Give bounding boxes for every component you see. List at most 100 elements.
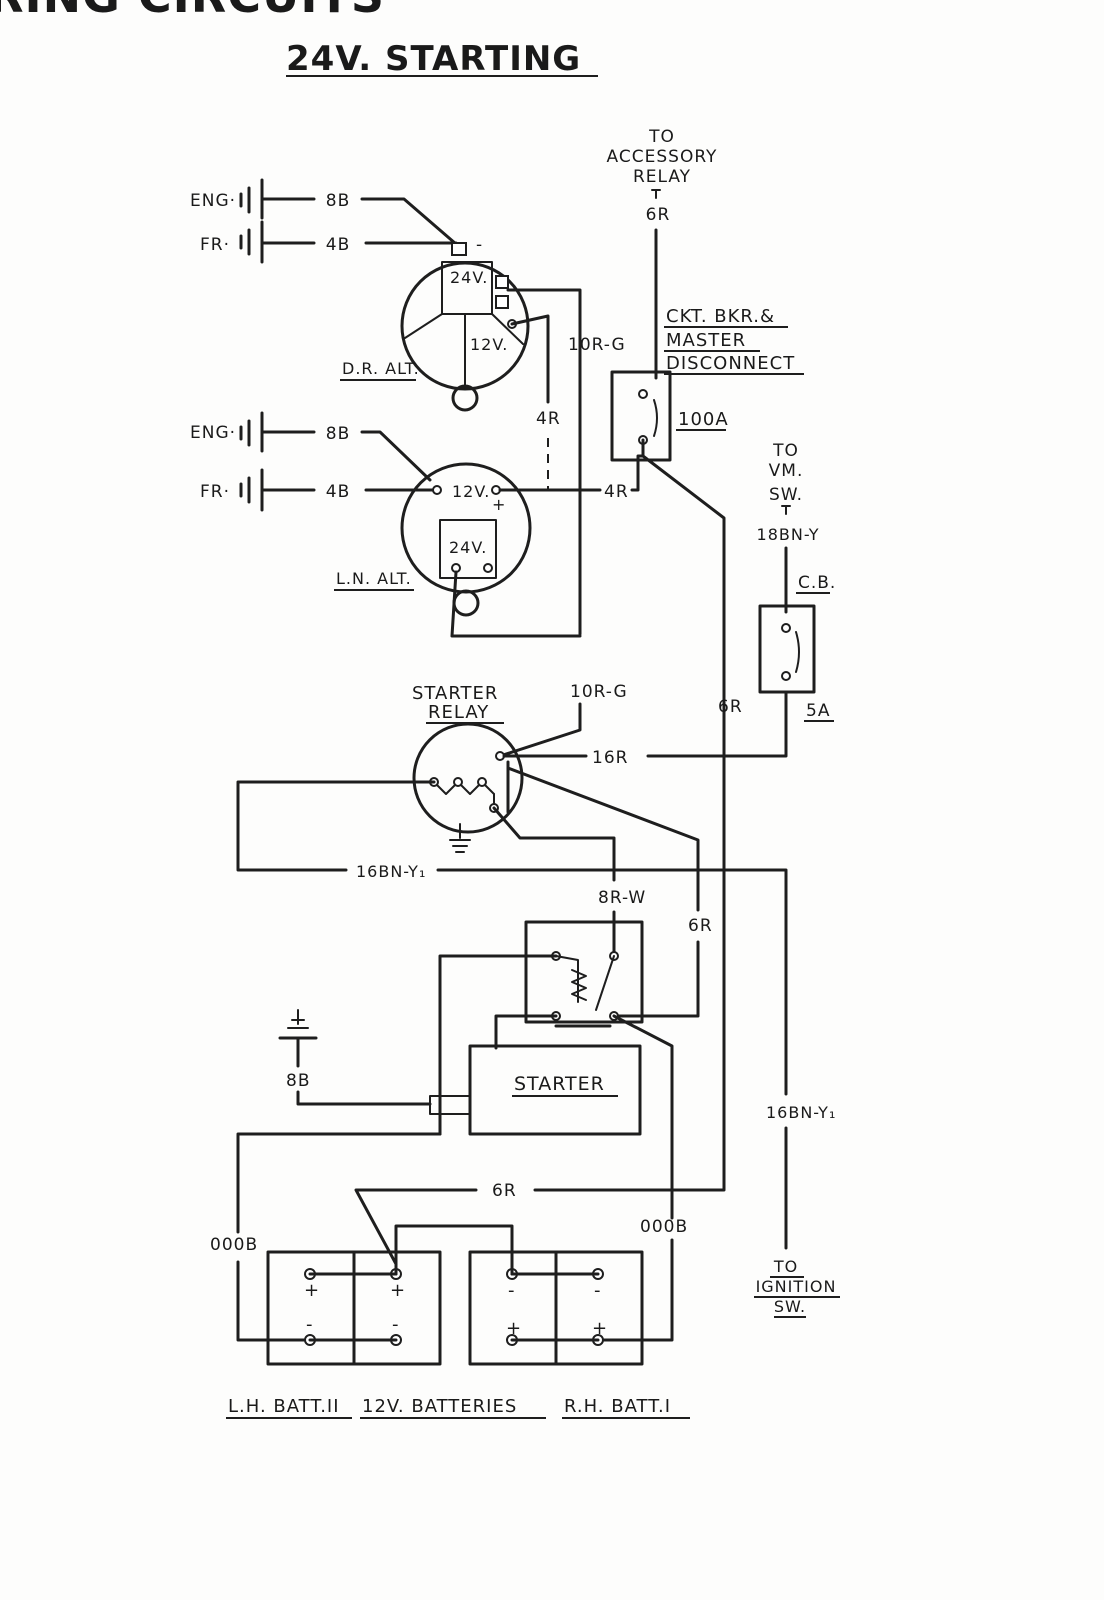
wire-label-8b-ground: 8B [286, 1071, 310, 1091]
lh-batt-minus-right: - [392, 1314, 400, 1335]
ckt-bkr-label-line1: CKT. BKR.& [666, 306, 775, 327]
ground-plate-fr-mid [239, 468, 264, 512]
wire-ln-alt-to-10rg [450, 570, 582, 638]
ignition-sw-label-line2: IGNITION [756, 1277, 837, 1296]
ignition-sw-label-line1: TO [773, 1257, 798, 1276]
dr-alt-24v-label: 24V. [450, 268, 488, 287]
wire-label-6r-top: 6R [646, 205, 671, 225]
rh-batt-plus-right: + [592, 1318, 608, 1339]
starter-relay-label-line1: STARTER [412, 683, 498, 704]
eng-ground-label-mid: ENG· [190, 423, 236, 443]
ln-alt-24v-label: 24V. [449, 538, 487, 557]
wire-label-8b-mid: 8B [326, 424, 350, 444]
rh-batt-label: R.H. BATT.I [564, 1396, 671, 1417]
wire-16bny-loop [236, 780, 436, 872]
ln-alt-plus-mark: + [492, 495, 506, 514]
wire-4r-from-dr-alt [510, 314, 550, 404]
ground-plate-fr-top [239, 220, 264, 264]
wire-8rw-from-relay [492, 806, 616, 882]
wire-000b-right-upper [612, 1014, 674, 1220]
starter-relay [412, 722, 524, 853]
wire-label-10rg-top: 10R-G [568, 335, 626, 355]
wire-label-8b-top: 8B [326, 191, 350, 211]
ground-plate-eng-top [239, 178, 264, 220]
lh-batt-plus-left: + [304, 1280, 320, 1301]
wire-6r-relay-to-starter [506, 766, 700, 912]
battery-rh-batt-i [468, 1250, 644, 1366]
wire-16bny-right [436, 868, 788, 1096]
wire-6r-lower-to-solenoid [612, 940, 700, 1018]
accessory-relay-label-line1: TO [648, 127, 675, 147]
wire-16r-right [646, 690, 788, 758]
wire-000b-left-lower [236, 1260, 312, 1342]
wire-label-8rw: 8R-W [598, 888, 646, 908]
wire-label-6r-bottom: 6R [492, 1181, 517, 1201]
wire-label-4r-horizontal: 4R [604, 482, 629, 502]
vm-sw-label-line1: TO [772, 441, 799, 461]
wire-10rg-to-relay [498, 702, 582, 758]
starter-solenoid [524, 920, 644, 1028]
negative-mark-top: - [476, 235, 483, 255]
page-title-fragment: IRING CIRCUITS [0, 0, 385, 23]
wire-000b-right-lower [596, 1238, 674, 1342]
wire-label-6r-lower: 6R [688, 916, 713, 936]
wire-battery-series-link [394, 1224, 514, 1276]
starter-label: STARTER [514, 1073, 605, 1095]
wire-label-16r: 16R [592, 748, 628, 768]
master-disconnect-breaker [610, 370, 672, 462]
connector-tick [651, 189, 661, 199]
fr-ground-label-mid: FR· [200, 482, 230, 502]
ln-alt-label: L.N. ALT. [336, 569, 412, 588]
cb-label: C.B. [798, 573, 836, 593]
wire-label-18bny: 18BN-Y [757, 525, 820, 544]
circuit-breaker-5a [758, 604, 816, 694]
wire-solenoid-to-motor [494, 1014, 558, 1050]
dr-alt-12v-label: 12V. [470, 335, 508, 354]
breaker-100a-label: 100A [678, 409, 729, 430]
lh-batt-label: L.H. BATT.II [228, 1396, 340, 1417]
ckt-bkr-label-line3: DISCONNECT [666, 353, 795, 374]
wire-8b-mid-right [360, 430, 432, 482]
wire-label-4b-mid: 4B [326, 482, 350, 502]
wire-label-000b-right: 000B [640, 1217, 688, 1237]
battery-lh-batt-ii [266, 1250, 442, 1366]
wire-label-4b-top: 4B [326, 235, 350, 255]
ckt-bkr-label-line2: MASTER [666, 330, 746, 351]
dr-alt-label: D.R. ALT. [342, 359, 420, 378]
vm-sw-label-line2: VM. [769, 461, 804, 481]
wire-label-000b-left: 000B [210, 1235, 258, 1255]
ln-alt-12v-label: 12V. [452, 482, 490, 501]
lh-batt-plus-right: + [390, 1280, 406, 1301]
connector-tick-vm [781, 505, 791, 515]
eng-ground-label-top: ENG· [190, 191, 236, 211]
wire-label-16bny-vertical: 16BN-Y₁ [766, 1103, 836, 1122]
wire-6r-main [533, 438, 726, 1192]
fr-ground-label-top: FR· [200, 235, 230, 255]
accessory-relay-label-line2: ACCESSORY [607, 147, 718, 167]
wire-000b-left-upper [236, 1132, 442, 1234]
batteries-12v-label: 12V. BATTERIES [362, 1396, 517, 1417]
wire-6r-bottom-left [354, 1188, 478, 1266]
rh-batt-minus-right: - [594, 1280, 602, 1301]
ground-plate-eng-mid [239, 411, 264, 453]
wire-8b-top-right [360, 197, 458, 246]
rh-batt-minus-left: - [508, 1280, 516, 1301]
wire-4r-to-breaker [630, 454, 645, 492]
alt1-negative-terminal [451, 242, 467, 256]
wire-label-4r-vertical: 4R [536, 409, 561, 429]
vm-sw-label-line3: SW. [769, 485, 803, 505]
wire-starter-to-battery [438, 954, 558, 1136]
ignition-sw-label-line3: SW. [774, 1297, 806, 1316]
accessory-relay-label-line3: RELAY [633, 167, 691, 187]
diagram-subtitle: 24V. STARTING [286, 39, 581, 79]
rh-batt-plus-left: + [506, 1318, 522, 1339]
wire-label-6r-right: 6R [718, 697, 743, 717]
breaker-5a-label: 5A [806, 701, 830, 721]
wire-8b-ground-to-starter [296, 1090, 432, 1106]
lh-batt-minus-left: - [306, 1314, 314, 1335]
wire-label-16bny-horizontal: 16BN-Y₁ [356, 862, 426, 881]
dr-alternator [400, 261, 530, 412]
starter-relay-label-line2: RELAY [428, 702, 489, 723]
